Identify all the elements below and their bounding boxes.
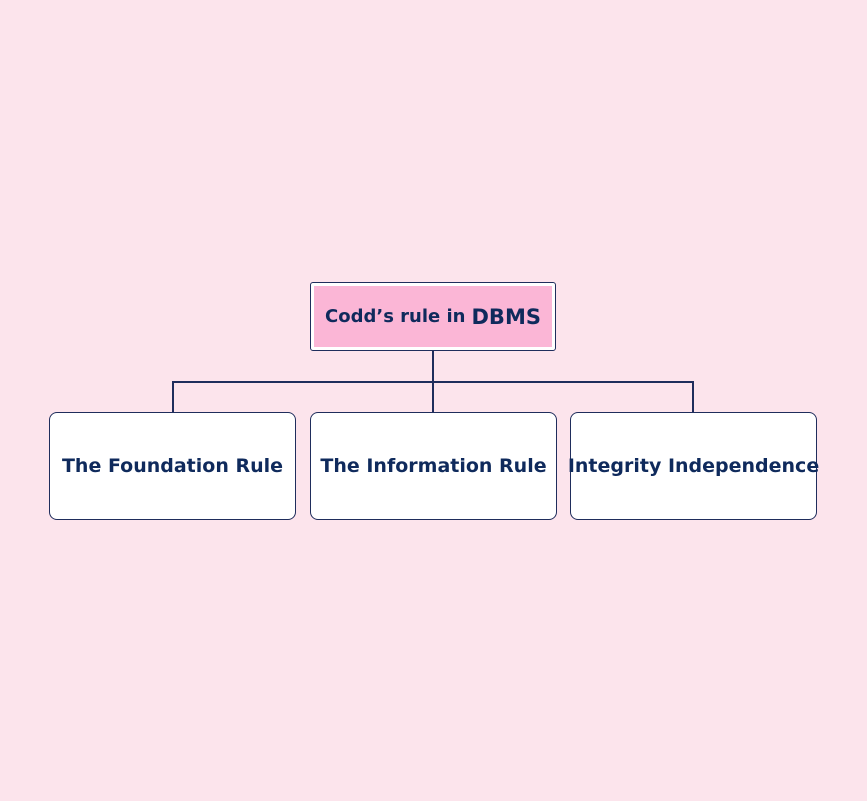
- root-node-label: Codd’s rule in DBMS: [314, 286, 552, 347]
- child-node-foundation-rule: The Foundation Rule: [49, 412, 296, 520]
- child-node-integrity-independence: Integrity Independence: [567, 412, 820, 520]
- child-node-information-rule: The Information Rule: [310, 412, 557, 520]
- root-label-strong: DBMS: [471, 304, 541, 329]
- child-node-label: The Foundation Rule: [61, 455, 284, 477]
- child-node-label: The Information Rule: [320, 455, 547, 477]
- root-label-prefix: Codd’s rule in: [325, 306, 466, 327]
- child-node-label: Integrity Independence: [567, 455, 820, 477]
- root-node: Codd’s rule in DBMS: [310, 282, 556, 351]
